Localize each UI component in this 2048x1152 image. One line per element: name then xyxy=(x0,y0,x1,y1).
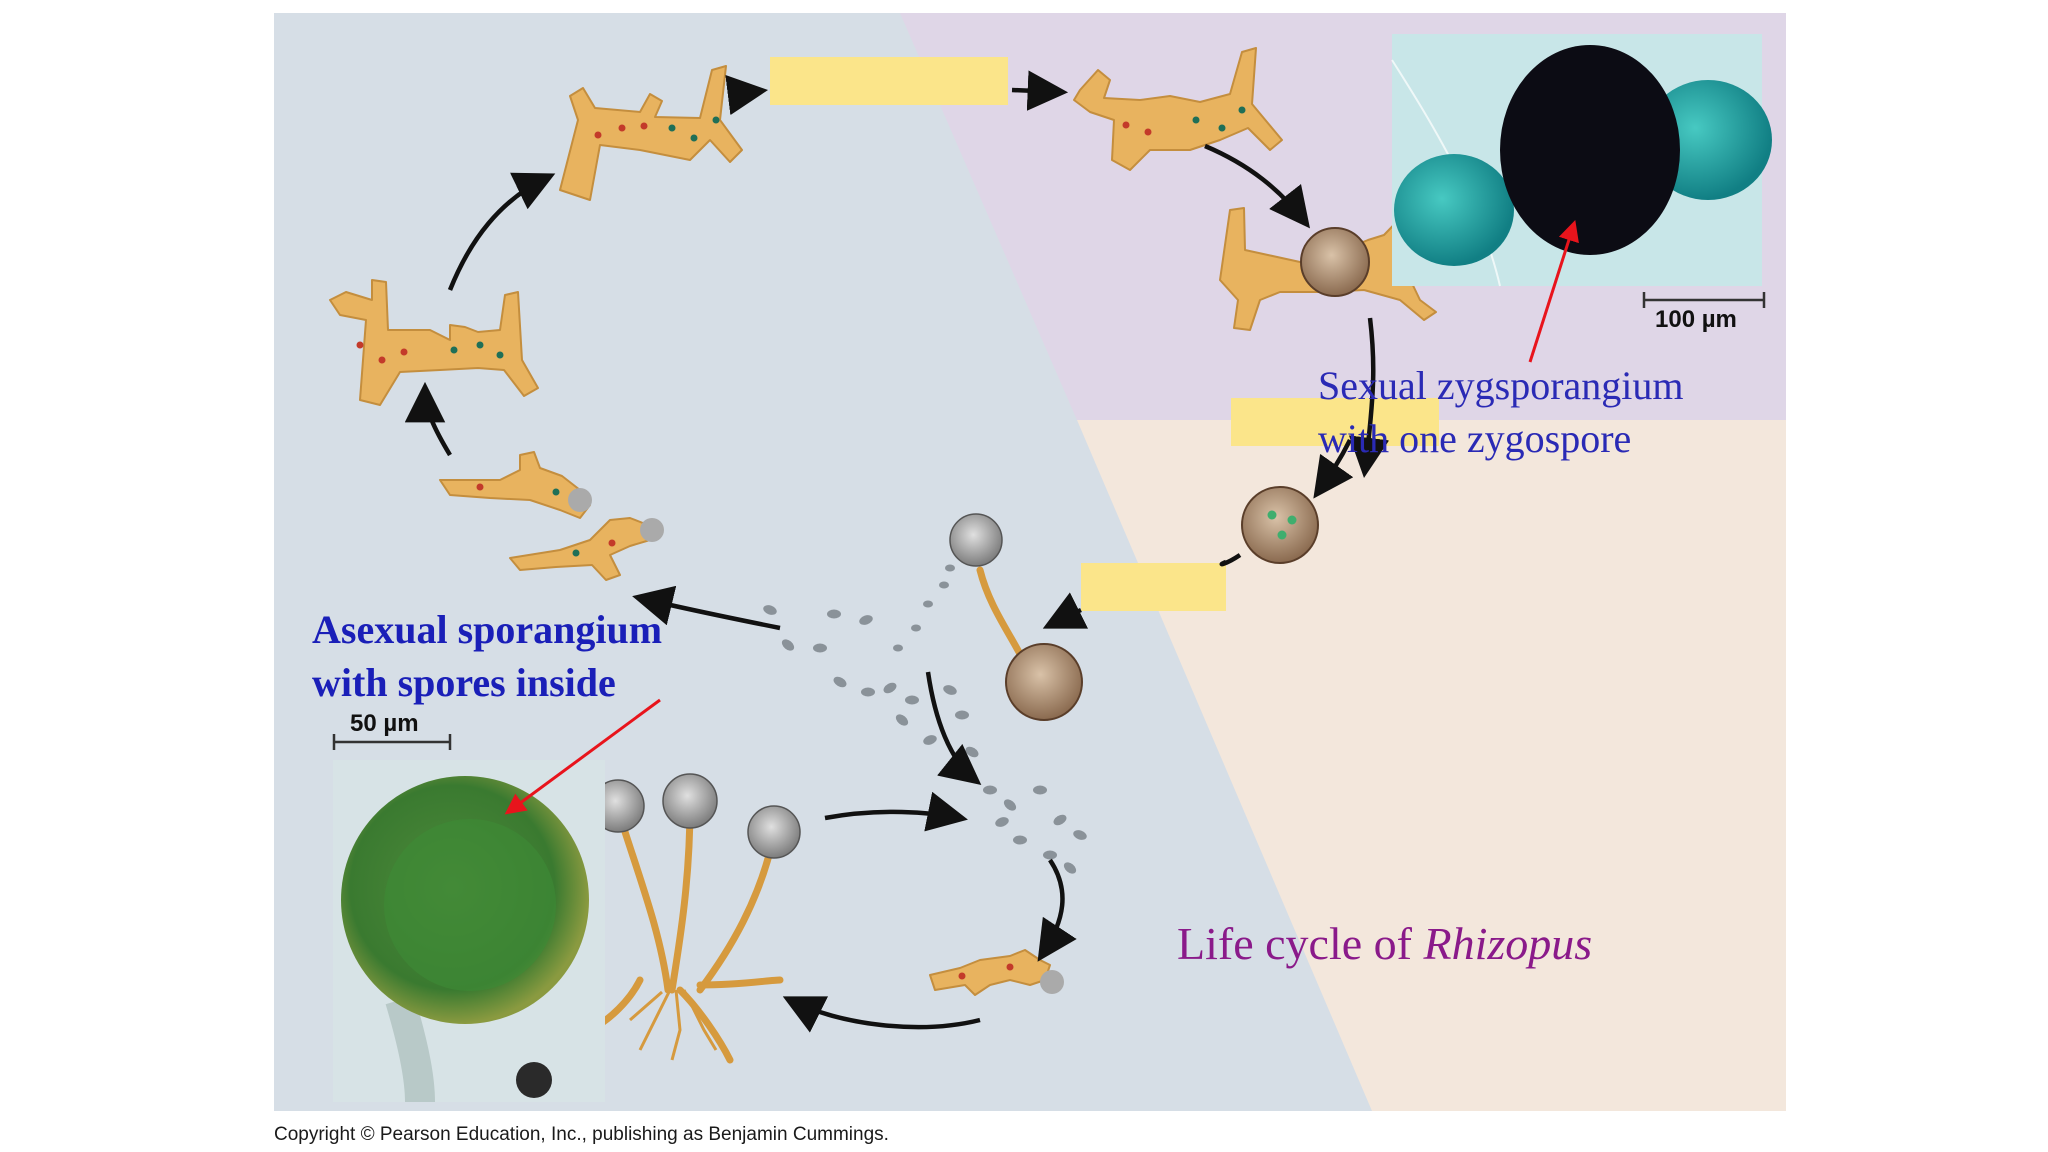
sexual-zygosporangium-label: Sexual zygsporangium with one zygospore xyxy=(1318,360,1684,466)
caption-prefix: Life cycle of xyxy=(1177,918,1424,969)
sporangium-small xyxy=(568,488,592,512)
sexual-label-line-1: Sexual zygsporangium xyxy=(1318,363,1684,408)
nuclei xyxy=(356,106,1246,980)
sporangium xyxy=(747,805,801,859)
asexual-label-line-1: Asexual sporangium xyxy=(312,607,663,652)
pointer-arrows xyxy=(504,219,1579,815)
copyright-notice: Copyright © Pearson Education, Inc., pub… xyxy=(274,1124,889,1145)
hidden-label-plasmogamy xyxy=(770,57,1008,105)
sporangium-small xyxy=(1040,970,1064,994)
scale-label-right: 100 µm xyxy=(1655,306,1737,333)
zygosporangia xyxy=(1005,227,1370,721)
asexual-sporangium-label: Asexual sporangium with spores inside xyxy=(312,604,662,710)
caption-genus: Rhizopus xyxy=(1423,918,1593,969)
sporangium-small xyxy=(640,518,664,542)
sexual-label-line-2: with one zygospore xyxy=(1318,415,1632,461)
hidden-label-boxes xyxy=(770,57,1439,611)
hidden-label-karyogamy xyxy=(1231,398,1439,446)
zygosporangium-micrograph xyxy=(1391,34,1772,287)
asexual-label-line-2: with spores inside xyxy=(312,659,616,705)
scale-label-left: 50 µm xyxy=(350,710,419,737)
sporangium xyxy=(949,513,1003,567)
zygospore-nuclei xyxy=(1267,510,1297,540)
rhizoids xyxy=(629,989,718,1061)
asexual-sporangium-micrograph xyxy=(333,760,605,1103)
scale-bars xyxy=(332,292,1766,750)
spores xyxy=(763,564,1087,874)
diagram-caption: Life cycle of Rhizopus xyxy=(1177,914,1592,975)
hidden-label-meiosis xyxy=(1081,563,1226,611)
sporangium xyxy=(662,773,718,829)
cycle-arrows xyxy=(404,70,1390,1033)
